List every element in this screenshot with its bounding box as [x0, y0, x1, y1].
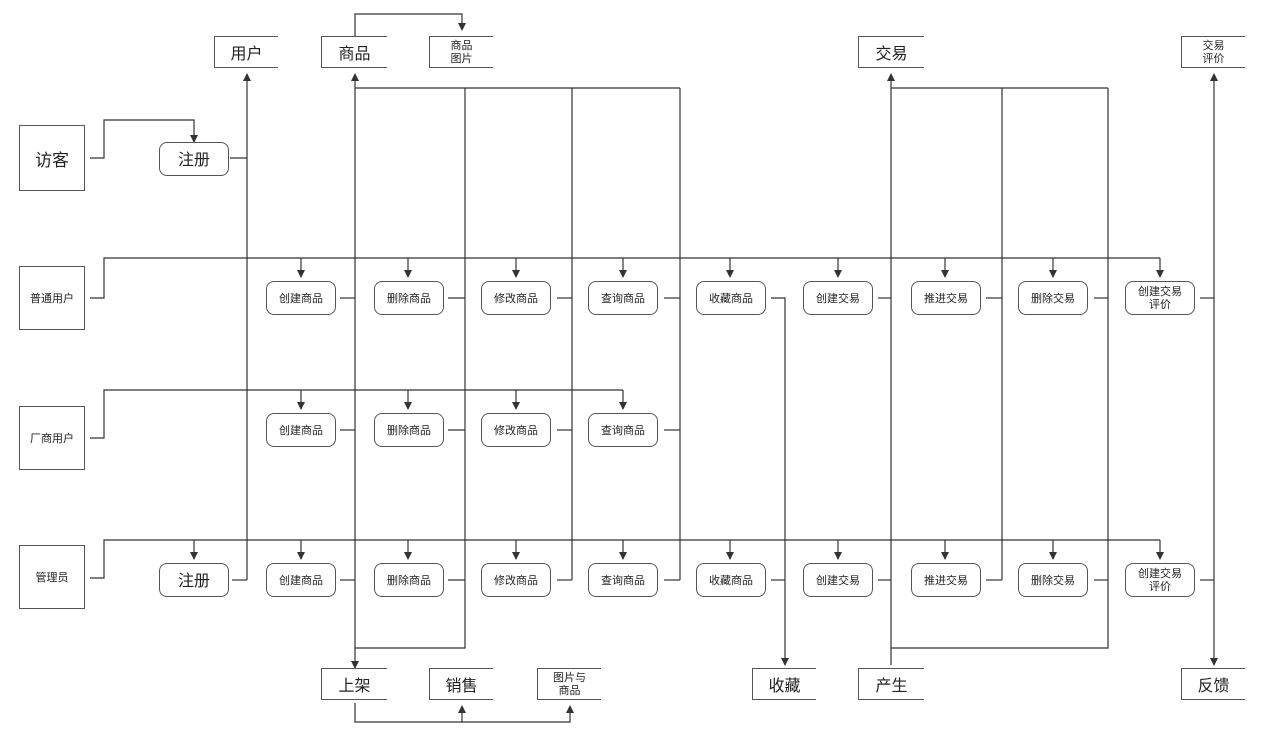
store-feedback: 反馈: [1181, 668, 1245, 700]
process-create-goods: 创建商品: [266, 281, 336, 315]
actor-visitor: 访客: [19, 125, 85, 191]
process-favorite-goods: 收藏商品: [696, 281, 766, 315]
process-create-trade: 创建交易: [803, 281, 873, 315]
store-goods-image: 商品 图片: [429, 36, 493, 68]
process-create-goods: 创建商品: [266, 563, 336, 597]
process-delete-goods: 删除商品: [374, 281, 444, 315]
process-query-goods: 查询商品: [588, 413, 658, 447]
process-query-goods: 查询商品: [588, 563, 658, 597]
actor-normal-user: 普通用户: [19, 266, 85, 330]
process-create-goods: 创建商品: [266, 413, 336, 447]
actor-admin: 管理员: [19, 545, 85, 609]
process-create-trade-review: 创建交易 评价: [1125, 281, 1195, 315]
process-advance-trade: 推进交易: [911, 563, 981, 597]
process-register-visitor: 注册: [159, 142, 229, 176]
process-modify-goods: 修改商品: [481, 281, 551, 315]
process-delete-trade: 删除交易: [1018, 281, 1088, 315]
process-favorite-goods: 收藏商品: [696, 563, 766, 597]
process-register-admin: 注册: [159, 563, 229, 597]
store-trade: 交易: [858, 36, 924, 68]
process-query-goods: 查询商品: [588, 281, 658, 315]
process-delete-goods: 删除商品: [374, 413, 444, 447]
actor-vendor-user: 厂商用户: [19, 406, 85, 470]
store-goods: 商品: [321, 36, 387, 68]
process-modify-goods: 修改商品: [481, 413, 551, 447]
store-user: 用户: [214, 36, 278, 68]
process-delete-trade: 删除交易: [1018, 563, 1088, 597]
store-sales: 销售: [429, 668, 493, 700]
process-advance-trade: 推进交易: [911, 281, 981, 315]
store-produce: 产生: [858, 668, 924, 700]
process-create-trade: 创建交易: [803, 563, 873, 597]
store-listing: 上架: [321, 668, 387, 700]
store-favorites: 收藏: [752, 668, 816, 700]
process-create-trade-review: 创建交易 评价: [1125, 563, 1195, 597]
process-modify-goods: 修改商品: [481, 563, 551, 597]
process-delete-goods: 删除商品: [374, 563, 444, 597]
store-image-and-goods: 图片与 商品: [537, 668, 601, 700]
store-trade-review: 交易 评价: [1181, 36, 1245, 68]
